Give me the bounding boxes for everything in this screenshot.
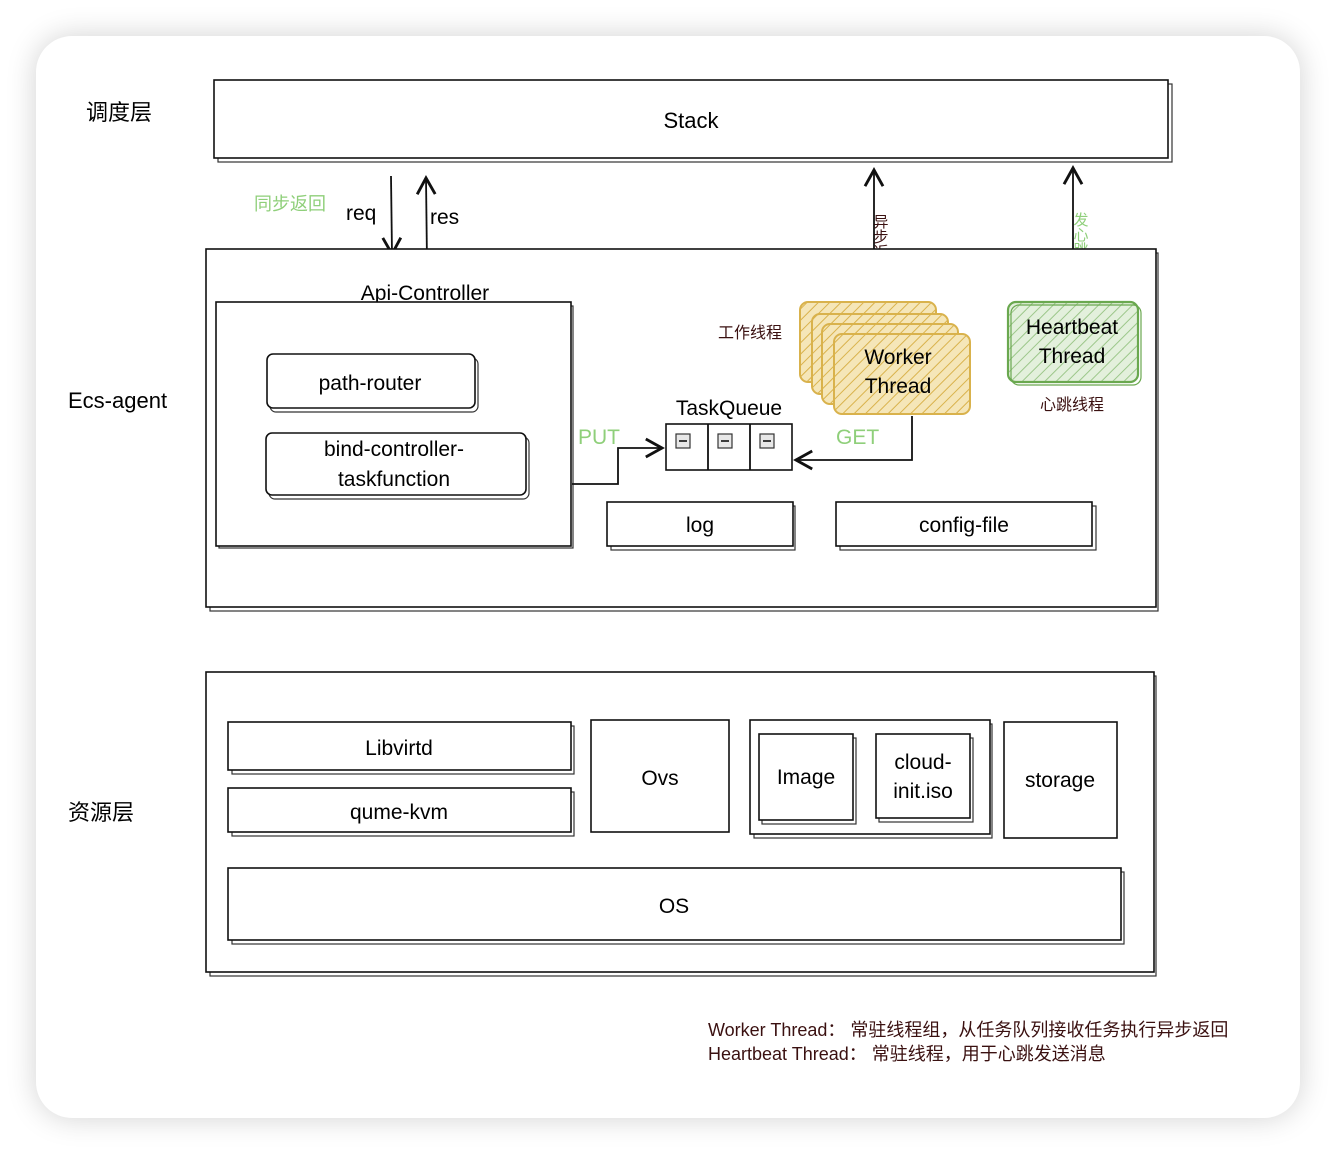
- cloud-init-label-line1: cloud-: [894, 751, 951, 774]
- minus-square-icon: [759, 433, 775, 449]
- worker-thread-group: Worker Thread: [799, 301, 971, 415]
- worker-thread-label-line2: Thread: [865, 375, 932, 398]
- os-box: OS: [227, 867, 1125, 945]
- qume-kvm-label: qume-kvm: [350, 801, 448, 824]
- res-arrow: [415, 175, 437, 263]
- libvirtd-box: Libvirtd: [227, 721, 575, 775]
- api-controller-label: Api-Controller: [361, 282, 489, 305]
- legend-worker-thread: Worker Thread： 常驻线程组，从任务队列接收任务执行异步返回: [708, 1020, 1228, 1040]
- api-controller-box: [215, 301, 574, 549]
- res-label: res: [430, 206, 459, 229]
- heartbeat-thread-label-line1: Heartbeat: [1026, 316, 1118, 339]
- heartbeat-thread-box: Heartbeat Thread: [1006, 300, 1142, 386]
- put-arrow: [572, 437, 665, 485]
- log-label: log: [686, 514, 714, 537]
- log-box: log: [606, 501, 796, 551]
- req-label: req: [346, 202, 376, 225]
- path-router-box: path-router: [266, 353, 479, 413]
- ovs-box: Ovs: [590, 719, 730, 833]
- layer-label-agent: Ecs-agent: [68, 388, 167, 413]
- config-file-label: config-file: [919, 514, 1009, 537]
- libvirtd-label: Libvirtd: [365, 737, 433, 760]
- image-label: Image: [777, 766, 835, 789]
- stack-box: Stack: [213, 79, 1173, 163]
- send-heartbeat-label: 发心跳: [1072, 212, 1089, 257]
- storage-box: storage: [1003, 721, 1118, 839]
- worker-thread-label-line1: Worker: [864, 346, 931, 369]
- minus-square-icon: [675, 433, 691, 449]
- legend-heartbeat-thread: Heartbeat Thread： 常驻线程，用于心跳发送消息: [708, 1044, 1106, 1064]
- task-queue-label: TaskQueue: [676, 397, 782, 420]
- cloud-init-box: cloud- init.iso: [875, 733, 974, 823]
- cloud-init-label-line2: init.iso: [893, 780, 953, 803]
- task-queue: [665, 423, 793, 471]
- sync-return-label: 同步返回: [254, 194, 326, 214]
- qume-kvm-box: qume-kvm: [227, 787, 575, 837]
- get-arrow: [793, 416, 913, 471]
- os-label: OS: [659, 895, 689, 918]
- minus-square-icon: [717, 433, 733, 449]
- ovs-label: Ovs: [641, 767, 678, 790]
- bind-controller-label-line1: bind-controller-: [324, 438, 464, 461]
- config-file-box: config-file: [835, 501, 1097, 551]
- layer-label-schedule: 调度层: [86, 100, 152, 125]
- bind-controller-label-line2: taskfunction: [338, 468, 450, 491]
- get-label: GET: [836, 426, 879, 449]
- layer-label-resource: 资源层: [68, 800, 134, 825]
- req-arrow: [381, 175, 403, 257]
- storage-label: storage: [1025, 769, 1095, 792]
- bind-controller-box: bind-controller- taskfunction: [265, 432, 530, 500]
- heartbeat-thread-label-line2: Thread: [1039, 345, 1106, 368]
- image-box: Image: [758, 733, 857, 825]
- path-router-label: path-router: [319, 372, 422, 395]
- worker-thread-caption: 工作线程: [718, 324, 782, 342]
- put-label: PUT: [578, 426, 620, 449]
- heartbeat-thread-caption: 心跳线程: [1040, 396, 1104, 414]
- stack-label: Stack: [663, 108, 719, 133]
